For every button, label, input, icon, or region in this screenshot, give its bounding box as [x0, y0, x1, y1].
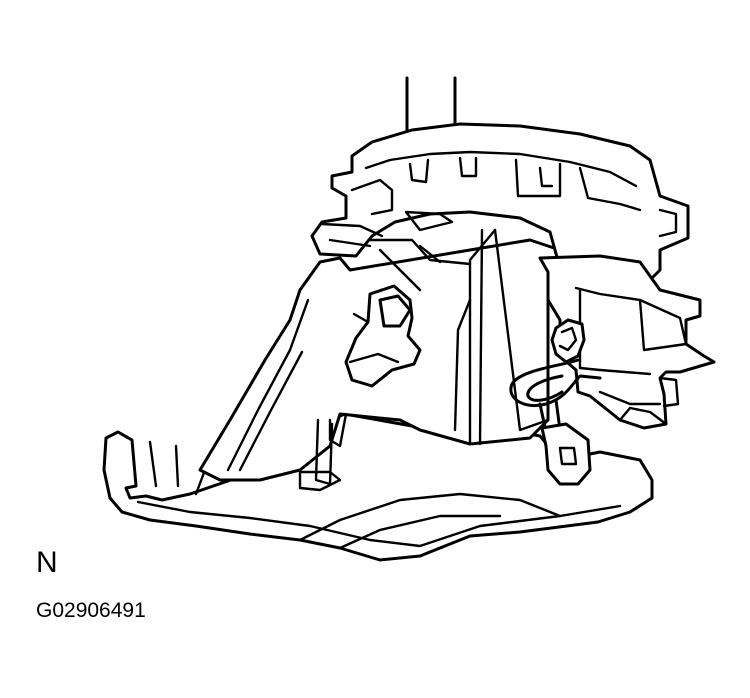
position-sensor-knob [344, 284, 422, 388]
shift-gate-rim [310, 122, 690, 292]
figure-code: G02906491 [36, 599, 146, 622]
wire-harness-connector [509, 318, 602, 486]
base-plate [102, 412, 654, 562]
shift-position-label: N [36, 546, 58, 579]
